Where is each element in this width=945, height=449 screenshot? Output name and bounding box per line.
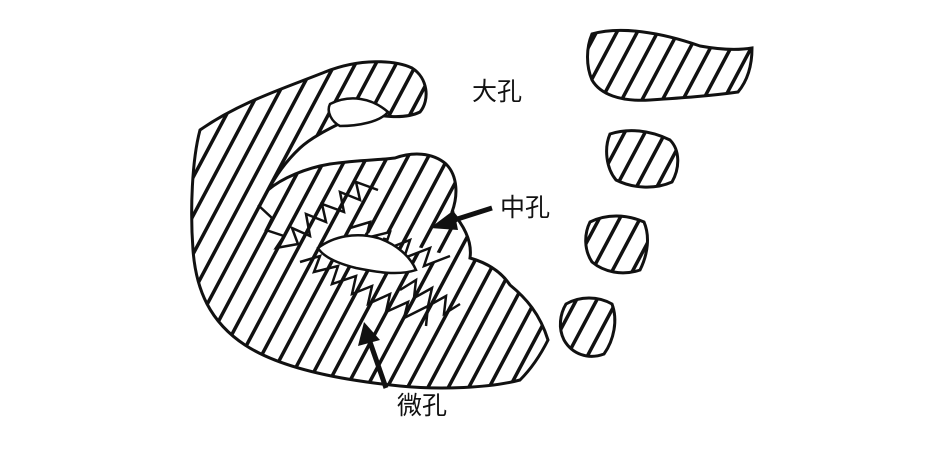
micropore-label: 微孔 — [397, 391, 447, 420]
micropore-arrow — [358, 322, 389, 389]
mesopore-label: 中孔 — [500, 193, 550, 222]
mesopore-arrow — [430, 205, 493, 230]
right-fragments — [558, 28, 754, 358]
main-particle — [190, 60, 550, 390]
macropore-label: 大孔 — [472, 77, 522, 106]
